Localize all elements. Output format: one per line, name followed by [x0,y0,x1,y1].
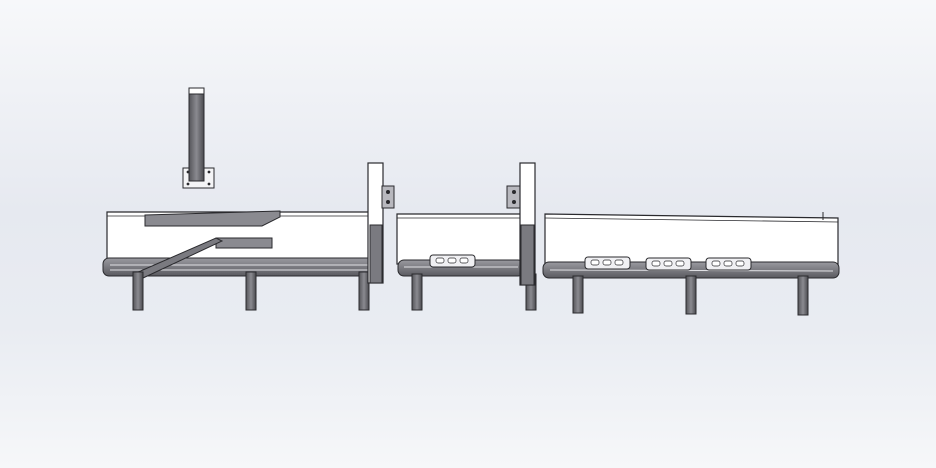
section-3-rail-slot [549,269,834,272]
guide-plate-upper [144,210,281,227]
conveyor-section-2 [396,213,537,311]
feeder-slot-window [651,260,661,267]
bracket-bolt [386,200,390,204]
portal-frame-1-upright-side [369,224,383,284]
guide-plate-lower [215,237,273,249]
support-leg [685,275,697,315]
support-leg [411,273,423,311]
feeder-slot-window [675,260,685,267]
portal-frame-2-upright-side [520,224,535,286]
standalone-post [182,87,215,189]
feeder-slot-window [459,257,469,264]
feeder-slot-window [614,259,624,266]
support-leg [358,271,370,311]
conveyor-section-3 [542,212,840,316]
feeder-slot-window [663,260,673,267]
bracket-bolt [386,190,390,194]
conveyor-section-1 [102,210,376,311]
support-leg [245,271,257,311]
feeder-slot-window [711,260,721,267]
feeder-slot-window [723,260,733,267]
post-cap [188,87,205,95]
post-bolt-hole [186,182,190,186]
support-leg [132,271,144,311]
support-leg [572,275,584,314]
feeder-slot-window [590,259,600,266]
feeder-slot-window [602,259,612,266]
support-leg [797,275,809,316]
bracket-bolt [512,200,516,204]
post-bolt-hole [207,170,211,174]
portal-frame-2 [506,162,536,286]
bracket-bolt [512,190,516,194]
portal-frame-1 [367,162,395,284]
section-3-top-edge [544,217,839,223]
feeder-slot-window [447,257,457,264]
portal-frame-2-bracket [506,185,522,209]
post-bolt-hole [207,182,211,186]
post-column [188,89,205,182]
feeder-slot-window [435,257,445,264]
portal-frame-1-bracket [381,185,395,209]
feeder-slot-window [735,260,745,267]
